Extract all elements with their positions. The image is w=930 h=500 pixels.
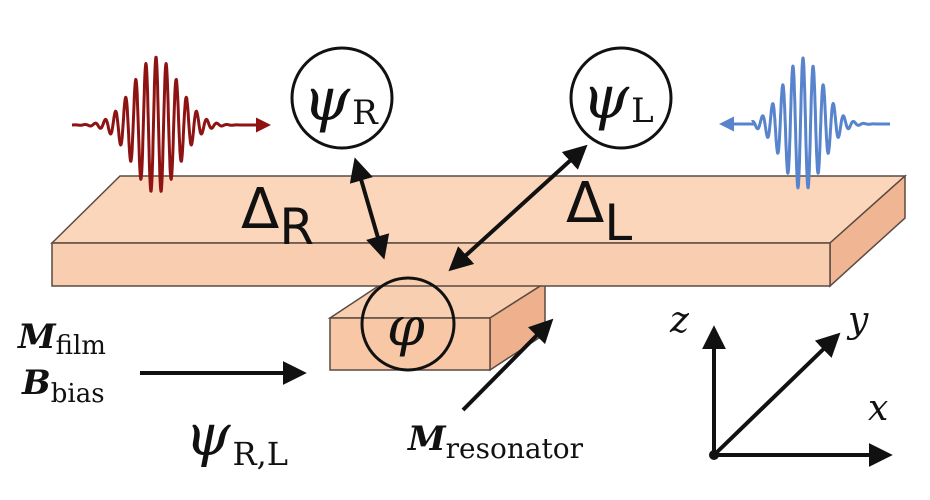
red-wave-packet — [70, 55, 244, 193]
axes-origin — [709, 450, 719, 460]
delta-r-subscript: R — [279, 198, 314, 256]
phi-node: φ — [360, 276, 456, 372]
delta-l-subscript: L — [604, 194, 632, 252]
psi-l-symbol: ψ — [582, 63, 630, 133]
y-axis — [712, 332, 841, 457]
svg-text:Bbias: Bbias — [21, 363, 105, 409]
svg-text:Mresonator: Mresonator — [407, 419, 584, 465]
svg-text:ψR,L: ψR,L — [185, 401, 288, 473]
coupling-arrow-right — [349, 157, 390, 260]
psi-r-symbol: ψ — [303, 65, 351, 135]
x-axis-label: x — [868, 388, 888, 429]
resonator-block — [327, 281, 548, 372]
psi-rl-subscript: R,L — [232, 435, 288, 473]
psi-r-subscript: R — [352, 93, 379, 133]
z-axis-label: z — [669, 300, 690, 341]
delta-l-symbol: Δ — [566, 171, 604, 236]
svg-text:Mfilm: Mfilm — [17, 317, 106, 361]
m-resonator-subscript: resonator — [446, 432, 584, 465]
phi-symbol: φ — [387, 295, 425, 358]
b-bias-main: B — [21, 363, 51, 403]
film-front-face — [51, 242, 831, 287]
svg-text:ψL: ψL — [582, 63, 654, 133]
psi-l-subscript: L — [631, 91, 654, 131]
phi-circle — [360, 276, 456, 372]
m-resonator-main: M — [407, 419, 447, 459]
b-bias-subscript: bias — [51, 379, 105, 409]
psi-r-circle — [290, 46, 394, 150]
psi-l-circle — [569, 46, 673, 150]
film-top-face — [50, 175, 907, 244]
film-slab — [50, 174, 907, 288]
svg-text:ψR: ψR — [303, 65, 379, 135]
resonator-front-face — [329, 317, 491, 371]
delta-r-symbol: Δ — [241, 177, 279, 242]
svg-text:ΔR: ΔR — [241, 177, 314, 256]
m-film-subscript: film — [56, 331, 106, 361]
right-wave-packet — [719, 56, 892, 190]
blue-wave-packet — [750, 56, 892, 190]
m-film-main: M — [17, 317, 57, 357]
psi-l-node: ψL — [569, 46, 673, 150]
left-wave-packet — [70, 55, 271, 193]
psi-r-node: ψR — [290, 46, 394, 150]
resonator-magnetization-arrow — [461, 318, 554, 412]
coupling-arrow-left — [448, 144, 588, 272]
psi-rl-symbol: ψ — [185, 401, 231, 469]
coordinate-axes: z y x — [669, 300, 893, 467]
y-axis-label: y — [846, 300, 869, 341]
